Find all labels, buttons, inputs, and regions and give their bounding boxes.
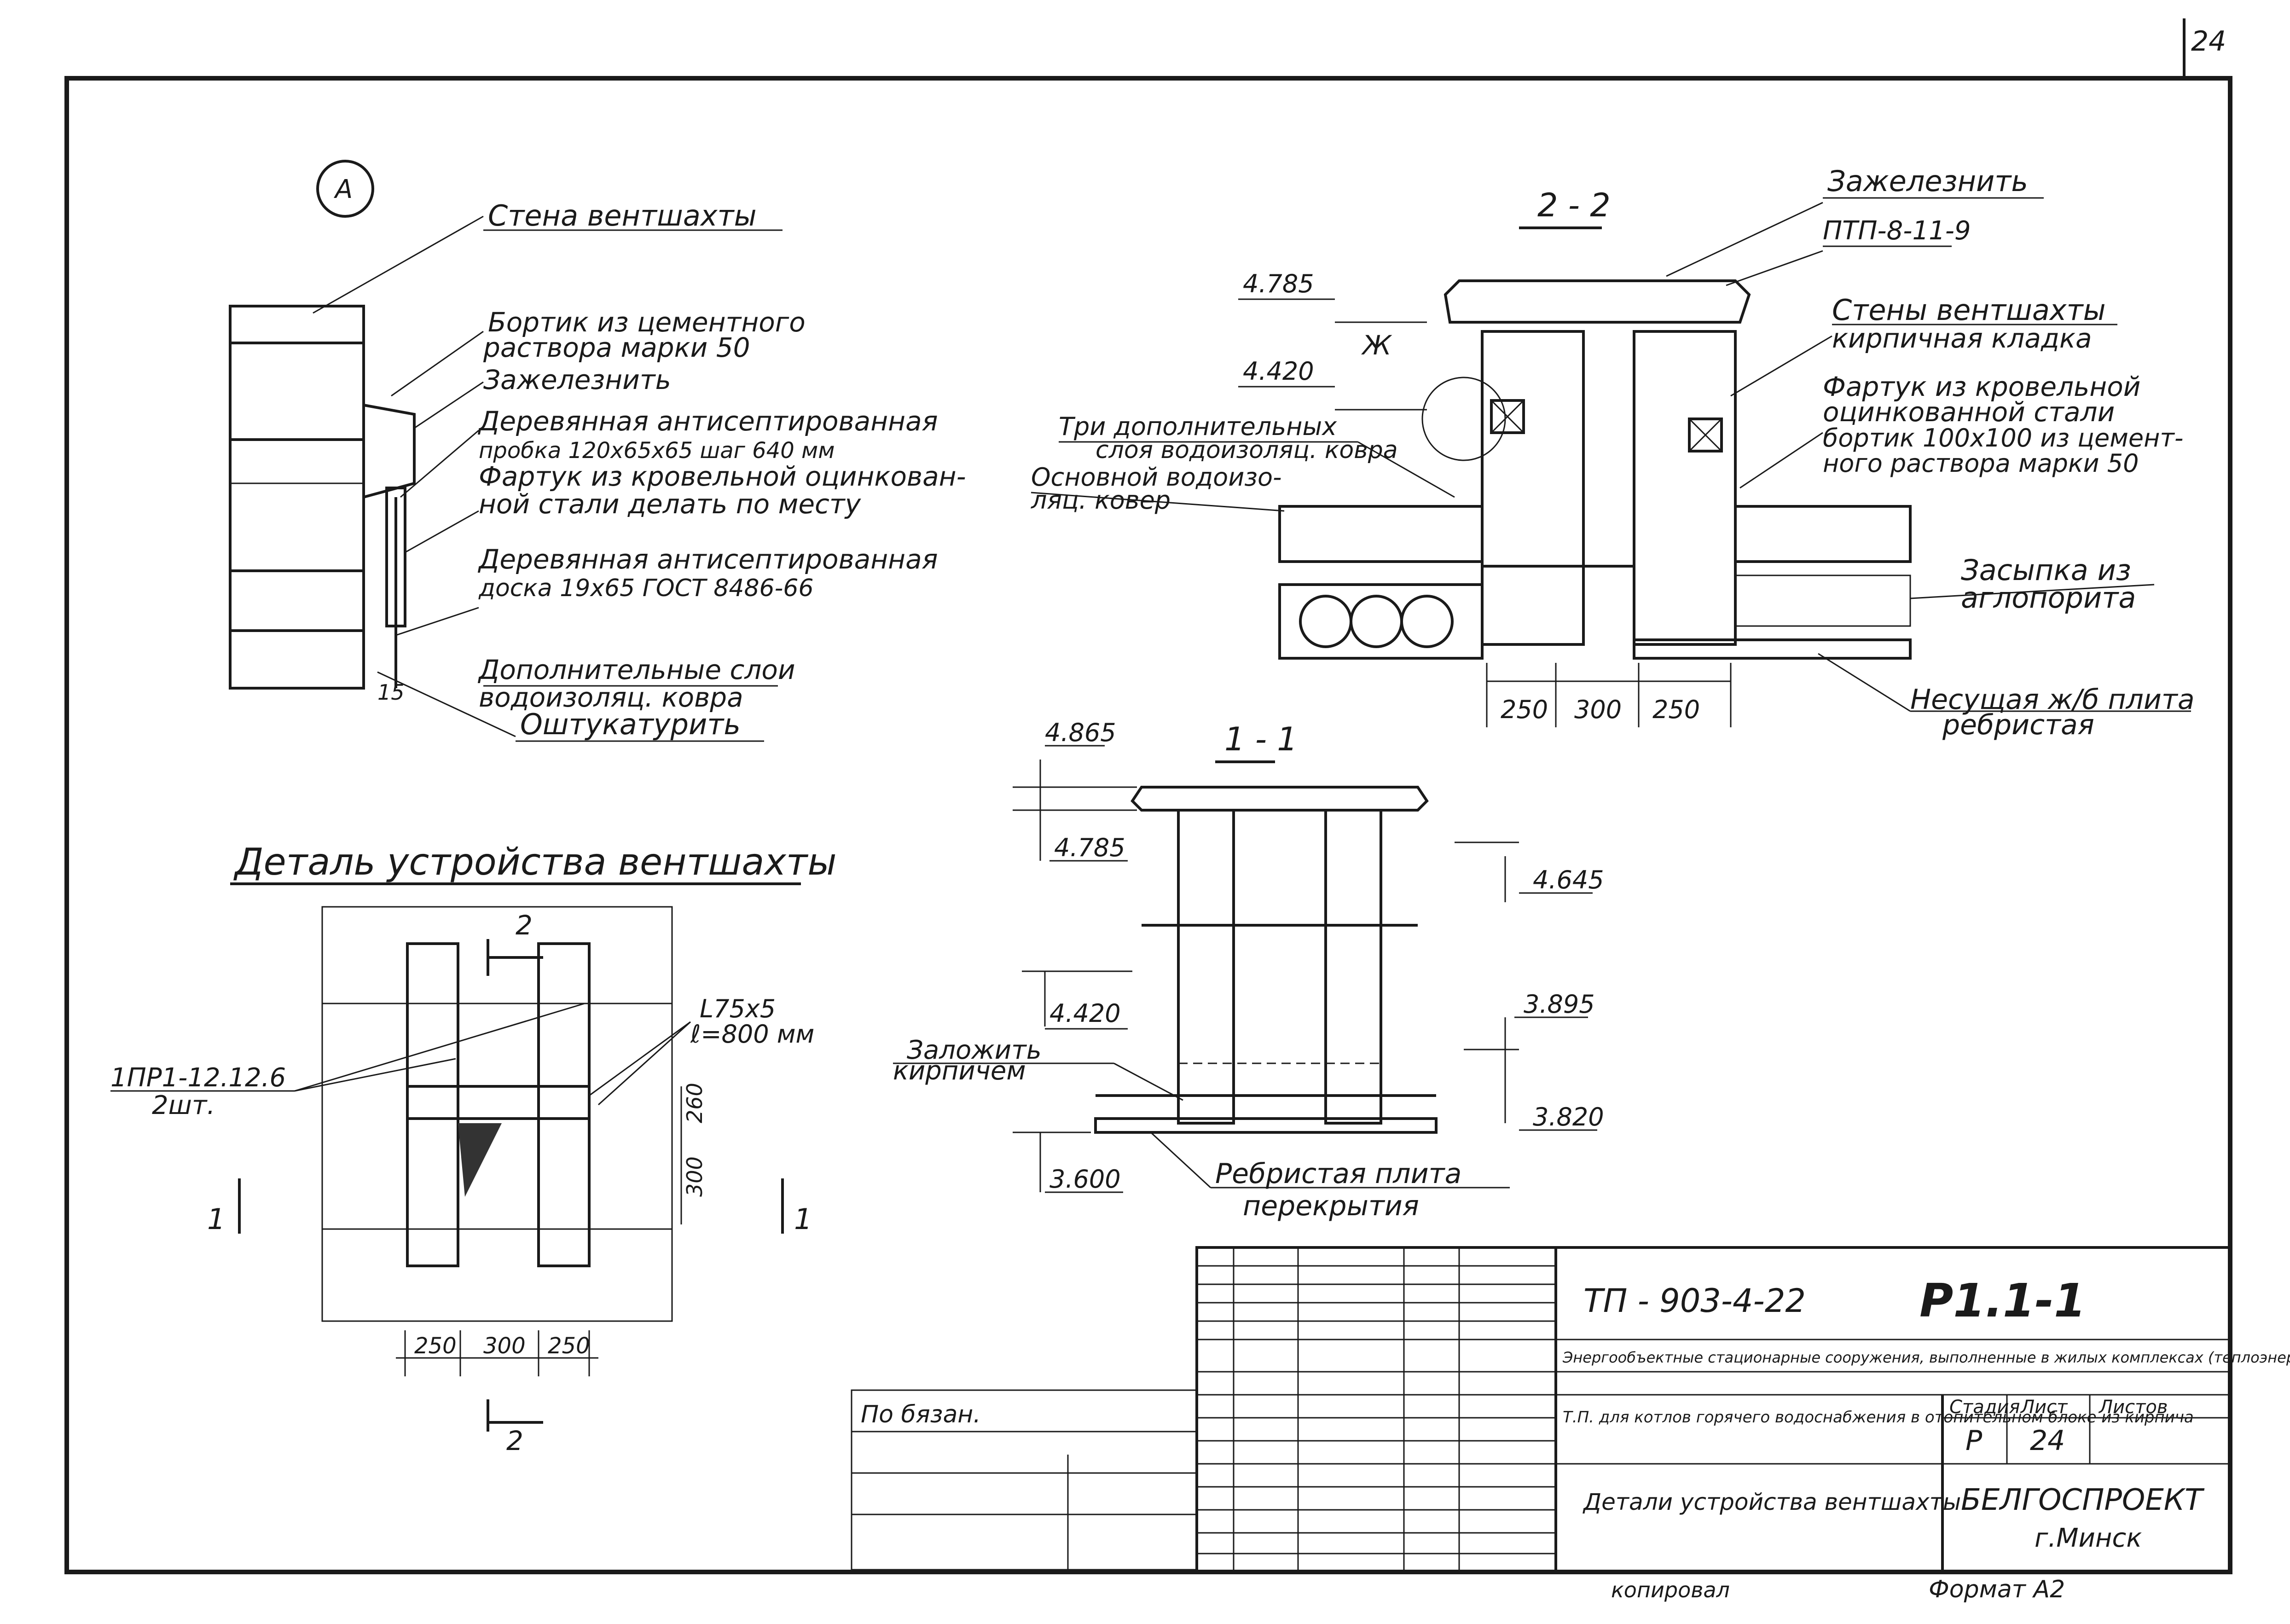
section-11-title: 1 - 1: [1224, 720, 1298, 758]
stage-value: Р: [1965, 1425, 1983, 1457]
svg-text:300: 300: [483, 1333, 526, 1359]
sheet-code: Р1.1-1: [1919, 1274, 2086, 1328]
format-label: Формат А2: [1929, 1576, 2065, 1603]
svg-text:ребристая: ребристая: [1942, 709, 2094, 741]
label-22-bearing: Несущая ж/б плита: [1910, 684, 2195, 716]
section-1-1: 1 - 1 4.865 4.785 4.420 3.600 4.645 3.89…: [893, 718, 1604, 1222]
section-2-2: 2 - 2 250 300 250 4.785: [1031, 164, 2195, 741]
svg-text:1: 1: [794, 1202, 812, 1236]
level-3895: 3.895: [1524, 990, 1595, 1019]
plan-detail: Деталь устройства вентшахты 2 2 1 1 L75x…: [110, 841, 837, 1456]
svg-text:кирпичная кладка: кирпичная кладка: [1832, 323, 2092, 354]
subtitle: Т.П. для котлов горячего водоснабжения в…: [1563, 1408, 2194, 1427]
svg-text:водоизоляц. ковра: водоизоляц. ковра: [479, 682, 743, 713]
svg-text:бортик 100x100 из цемент-: бортик 100x100 из цемент-: [1823, 423, 2183, 452]
level-4645: 4.645: [1533, 865, 1604, 894]
svg-text:А: А: [334, 174, 353, 204]
svg-text:ной стали делать по месту: ной стали делать по месту: [479, 488, 861, 520]
label-ribbed: Ребристая плита: [1215, 1158, 1461, 1190]
label-22-walls: Стены вентшахты: [1832, 293, 2106, 327]
svg-text:ляц. ковер: ляц. ковер: [1031, 486, 1171, 515]
label-angle: L75x5: [700, 994, 776, 1023]
label-board: Деревянная антисептированная: [477, 544, 938, 575]
label-22-main: Основной водоизо-: [1031, 463, 1282, 492]
page-number: 24: [2191, 25, 2226, 58]
svg-text:доска 19x65 ГОСТ 8486-66: доска 19x65 ГОСТ 8486-66: [478, 574, 814, 602]
label-plaster: Оштукатурить: [520, 708, 741, 741]
svg-text:2: 2: [516, 910, 533, 941]
svg-text:250: 250: [414, 1333, 457, 1359]
org-name: БЕЛГОСПРОЕКТ: [1961, 1483, 2205, 1517]
footer-left: копировал: [1611, 1578, 1730, 1602]
label-22-fill: Засыпка из: [1961, 553, 2131, 587]
doc-code: ТП - 903-4-22: [1583, 1282, 1806, 1320]
svg-text:250: 250: [548, 1333, 590, 1359]
label-22-slab: ПТП-8-11-9: [1823, 216, 1971, 246]
svg-text:ного раствора марки 50: ного раствора марки 50: [1823, 449, 2139, 478]
sheet-value: 24: [2030, 1425, 2065, 1457]
svg-text:пробка 120x65x65 шаг 640 мм: пробка 120x65x65 шаг 640 мм: [479, 438, 835, 464]
label-layers: Дополнительные слои: [477, 654, 795, 685]
label-plug: Деревянная антисептированная: [477, 406, 938, 437]
level-3820: 3.820: [1533, 1102, 1604, 1131]
svg-text:250: 250: [1652, 695, 1700, 724]
level-4785: 4.785: [1243, 269, 1314, 298]
bound-label: По бязан.: [861, 1401, 981, 1428]
sheet-label: Лист: [2020, 1397, 2068, 1418]
svg-text:слоя водоизоляц. ковра: слоя водоизоляц. ковра: [1096, 436, 1398, 464]
drawing-title: Детали устройства вентшахты: [1583, 1489, 1961, 1515]
detail-a: А Стена вентшахты Бортик из цементного р…: [229, 160, 966, 742]
label-22-three: Три дополнительных: [1059, 412, 1337, 441]
angle-fill: [458, 1123, 502, 1197]
level-3600: 3.600: [1049, 1165, 1121, 1194]
level-4865: 4.865: [1045, 718, 1116, 747]
svg-text:аглопорита: аглопорита: [1961, 581, 2136, 615]
label-iron: Зажелезнить: [483, 364, 671, 395]
title-block: По бязан. ТП - 903-4-22 Р1.1-1 Энергообъ…: [851, 1246, 2290, 1603]
sheet-frame: [64, 76, 2232, 1574]
project-title: Энергообъектные стационарные сооружения,…: [1562, 1349, 2290, 1366]
section-22-title: 2 - 2: [1537, 186, 1611, 224]
svg-text:ℓ=800 мм: ℓ=800 мм: [690, 1020, 814, 1049]
label-lintel: 1ПР1-12.12.6: [110, 1063, 286, 1093]
svg-text:1: 1: [207, 1202, 225, 1236]
org-city: г.Минск: [2035, 1523, 2142, 1553]
stage-label: Стадия: [1949, 1397, 2020, 1418]
svg-text:2: 2: [506, 1425, 523, 1456]
svg-text:оцинкованной стали: оцинкованной стали: [1823, 396, 2115, 428]
svg-text:250: 250: [1501, 695, 1548, 724]
label-apron: Фартук из кровельной оцинкован-: [479, 461, 966, 492]
svg-text:15: 15: [377, 680, 405, 705]
label-22-iron: Зажелезнить: [1827, 164, 2028, 198]
label-brick: Заложить: [907, 1035, 1042, 1065]
svg-text:Ж: Ж: [1361, 330, 1392, 361]
svg-text:2шт.: 2шт.: [152, 1090, 215, 1120]
svg-text:300: 300: [682, 1156, 707, 1197]
level-4420: 4.420: [1243, 357, 1314, 386]
label-wall: Стена вентшахты: [488, 199, 757, 232]
svg-text:260: 260: [682, 1083, 707, 1123]
svg-text:кирпичем: кирпичем: [893, 1056, 1026, 1086]
plan-title: Деталь устройства вентшахты: [233, 841, 837, 883]
label-22-apron: Фартук из кровельной: [1823, 371, 2140, 402]
sheets-label: Листов: [2098, 1397, 2168, 1418]
svg-text:перекрытия: перекрытия: [1243, 1190, 1419, 1222]
detail-marker: [316, 160, 374, 218]
svg-text:300: 300: [1574, 695, 1622, 724]
level-4420b: 4.420: [1049, 999, 1121, 1028]
level-4785b: 4.785: [1054, 833, 1125, 862]
label-curb: Бортик из цементного: [488, 307, 806, 338]
svg-text:раствора марки 50: раствора марки 50: [483, 332, 750, 363]
